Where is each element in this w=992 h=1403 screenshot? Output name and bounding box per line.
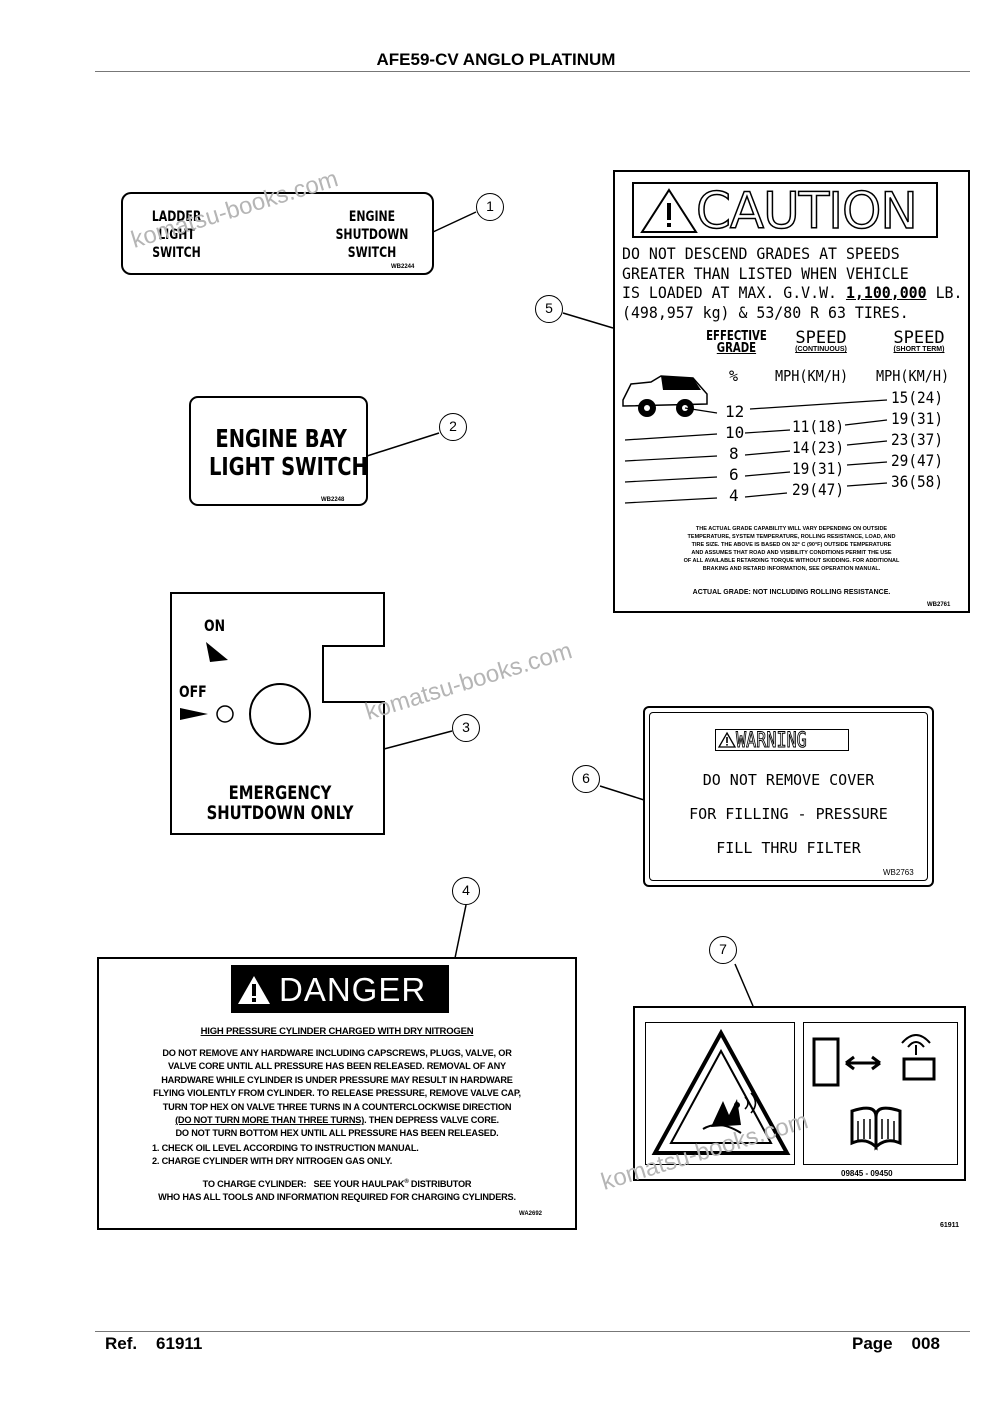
short-term-speed-6: 29(47) (891, 451, 944, 470)
decal-code: WB2763 (883, 868, 914, 877)
footer-reference: Ref. 61911 (105, 1334, 203, 1353)
page-title: AFE59-CV ANGLO PLATINUM (376, 50, 616, 69)
caution-notes: THE ACTUAL GRADE CAPABILITY WILL VARY DE… (683, 526, 900, 572)
warning-banner: WARNING (715, 728, 849, 753)
decal-engine-bay-light-switch: ENGINE BAY LIGHT SWITCH WB2248 (189, 396, 368, 506)
decal-code: WB2248 (321, 497, 345, 503)
figure-reference: 61911 (940, 1222, 960, 1229)
indicator-icon (216, 705, 234, 723)
short-term-unit: MPH(KM/H) (876, 367, 950, 385)
grade-6: 6 (729, 465, 739, 484)
callout-6: 6 (572, 765, 600, 793)
continuous-speed-8: 14(23) (792, 438, 845, 457)
on-arrow-icon (206, 642, 228, 662)
haul-truck-icon (622, 375, 708, 417)
continuous-speed-10: 11(18) (792, 417, 845, 436)
short-term-speed-12: 15(24) (891, 388, 944, 407)
danger-body: DO NOT REMOVE ANY HARDWARE INCLUDING CAP… (153, 1048, 521, 1139)
decal-emergency-shutdown (170, 592, 385, 835)
grade-8: 8 (729, 444, 739, 463)
grade-10: 10 (725, 423, 745, 442)
decal-code: WB2244 (391, 264, 415, 270)
decal-warning-cover: WARNING DO NOT REMOVE COVER FOR FILLING … (643, 706, 934, 887)
footer-rule (95, 1331, 970, 1332)
warning-body: DO NOT REMOVE COVER FOR FILLING - PRESSU… (689, 771, 888, 857)
engine-shutdown-switch-label: ENGINE SHUTDOWN SWITCH (335, 209, 409, 261)
callout-4: 4 (452, 877, 480, 905)
continuous-unit: MPH(KM/H) (775, 367, 849, 385)
danger-steps: 1. CHECK OIL LEVEL ACCORDING TO INSTRUCT… (152, 1143, 419, 1167)
ladder-light-switch-label: LADDER LIGHT SWITCH (151, 209, 202, 261)
effective-grade-header: EFFECTIVE GRADE (706, 329, 767, 356)
hazard-panel (645, 1022, 795, 1165)
decal-danger-nitrogen: DANGER HIGH PRESSURE CYLINDER CHARGED WI… (97, 957, 577, 1230)
cylinder-icon (812, 1037, 840, 1087)
short-term-speed-4: 36(58) (891, 472, 944, 491)
continuous-speed-4: 29(47) (792, 480, 845, 499)
short-term-speed-10: 19(31) (891, 409, 944, 428)
callout-1: 1 (476, 193, 504, 221)
switch-knob-icon (249, 683, 311, 745)
warning-triangle-icon (640, 188, 698, 233)
caution-heading: CAUTION (695, 181, 918, 241)
actual-grade-note: ACTUAL GRADE: NOT INCLUDING ROLLING RESI… (692, 589, 891, 596)
callout-2: 2 (439, 413, 467, 441)
decal-ladder-engine-switch: LADDER LIGHT SWITCH ENGINE SHUTDOWN SWIT… (121, 192, 434, 275)
danger-charge-info: TO CHARGE CYLINDER: SEE YOUR HAULPAK® DI… (158, 1179, 516, 1203)
off-label: OFF (179, 682, 207, 701)
manual-pictogram (812, 1034, 936, 1151)
caution-body: DO NOT DESCEND GRADES AT SPEEDS GREATER … (622, 244, 963, 322)
warning-triangle-icon (717, 731, 737, 748)
radio-device-icon (902, 1057, 936, 1081)
engine-bay-light-switch-label: ENGINE BAY LIGHT SWITCH (209, 424, 368, 481)
callout-3: 3 (452, 714, 480, 742)
danger-heading: DANGER (279, 971, 427, 1008)
short-term-speed-header: SPEED (SHORT TERM) (893, 328, 945, 354)
short-term-speed-8: 23(37) (891, 430, 944, 449)
continuous-speed-header: SPEED (CONTINUOUS) (795, 328, 847, 354)
decal-pictogram: 09845 - 09450 (633, 1006, 966, 1181)
grade-12: 12 (725, 402, 745, 421)
warning-triangle-icon (238, 976, 270, 1004)
grade-unit: % (729, 367, 739, 385)
grade-leader-lines (624, 399, 888, 504)
header-rule (95, 71, 970, 72)
explosion-hazard-icon (651, 1028, 791, 1155)
danger-banner: DANGER (231, 965, 449, 1013)
on-label: ON (204, 616, 226, 635)
callout-7: 7 (709, 936, 737, 964)
decal-code: 09845 - 09450 (841, 1169, 893, 1178)
double-arrow-icon (845, 1055, 881, 1071)
decal-code: WA2692 (519, 1211, 543, 1217)
off-arrow-icon (180, 708, 208, 720)
callout-5: 5 (535, 295, 563, 323)
continuous-speed-6: 19(31) (792, 459, 845, 478)
warning-heading: WARNING (736, 728, 808, 753)
decal-caution-grades: CAUTION DO NOT DESCEND GRADES AT SPEEDS … (613, 170, 970, 613)
manual-book-icon (850, 1106, 902, 1151)
caution-banner: CAUTION (632, 181, 938, 241)
footer-page-number: Page 008 (852, 1334, 940, 1353)
danger-subheading: HIGH PRESSURE CYLINDER CHARGED WITH DRY … (200, 1026, 474, 1037)
instruction-panel (803, 1022, 958, 1165)
emergency-shutdown-label: EMERGENCY SHUTDOWN ONLY (206, 782, 354, 824)
decal-code: WB2761 (927, 602, 951, 608)
grade-4: 4 (729, 486, 739, 505)
